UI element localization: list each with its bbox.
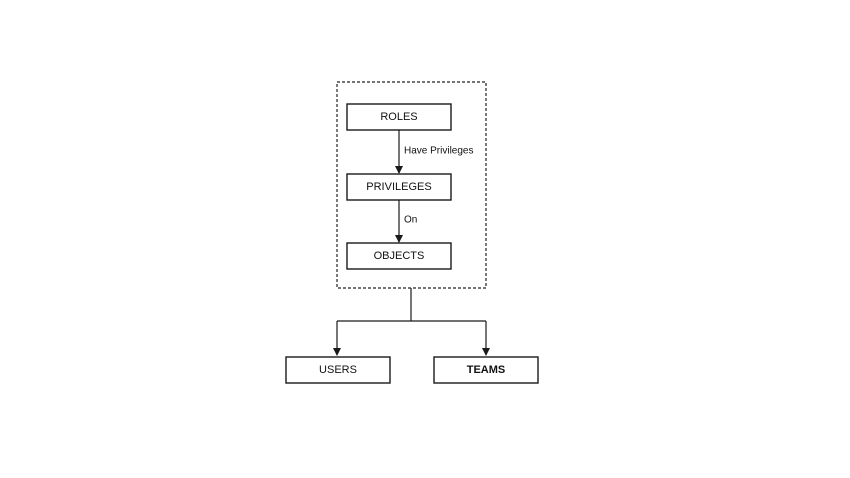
users-label: USERS (319, 364, 357, 376)
users-node: USERS (285, 356, 391, 384)
teams-box (433, 356, 539, 384)
privileges-node: PRIVILEGES (346, 173, 452, 201)
teams-label: TEAMS (467, 364, 506, 376)
roles-label: ROLES (380, 111, 417, 123)
objects-node: OBJECTS (346, 242, 452, 270)
have-privileges-label: Have Privileges (404, 146, 473, 157)
privileges-label: PRIVILEGES (366, 181, 431, 193)
roles-group-container (336, 81, 487, 289)
users-box (285, 356, 391, 384)
roles-node: ROLES (346, 103, 452, 131)
objects-label: OBJECTS (374, 250, 425, 262)
roles-box (346, 103, 452, 131)
teams-node: TEAMS (433, 356, 539, 384)
objects-box (346, 242, 452, 270)
on-label: On (404, 215, 417, 226)
